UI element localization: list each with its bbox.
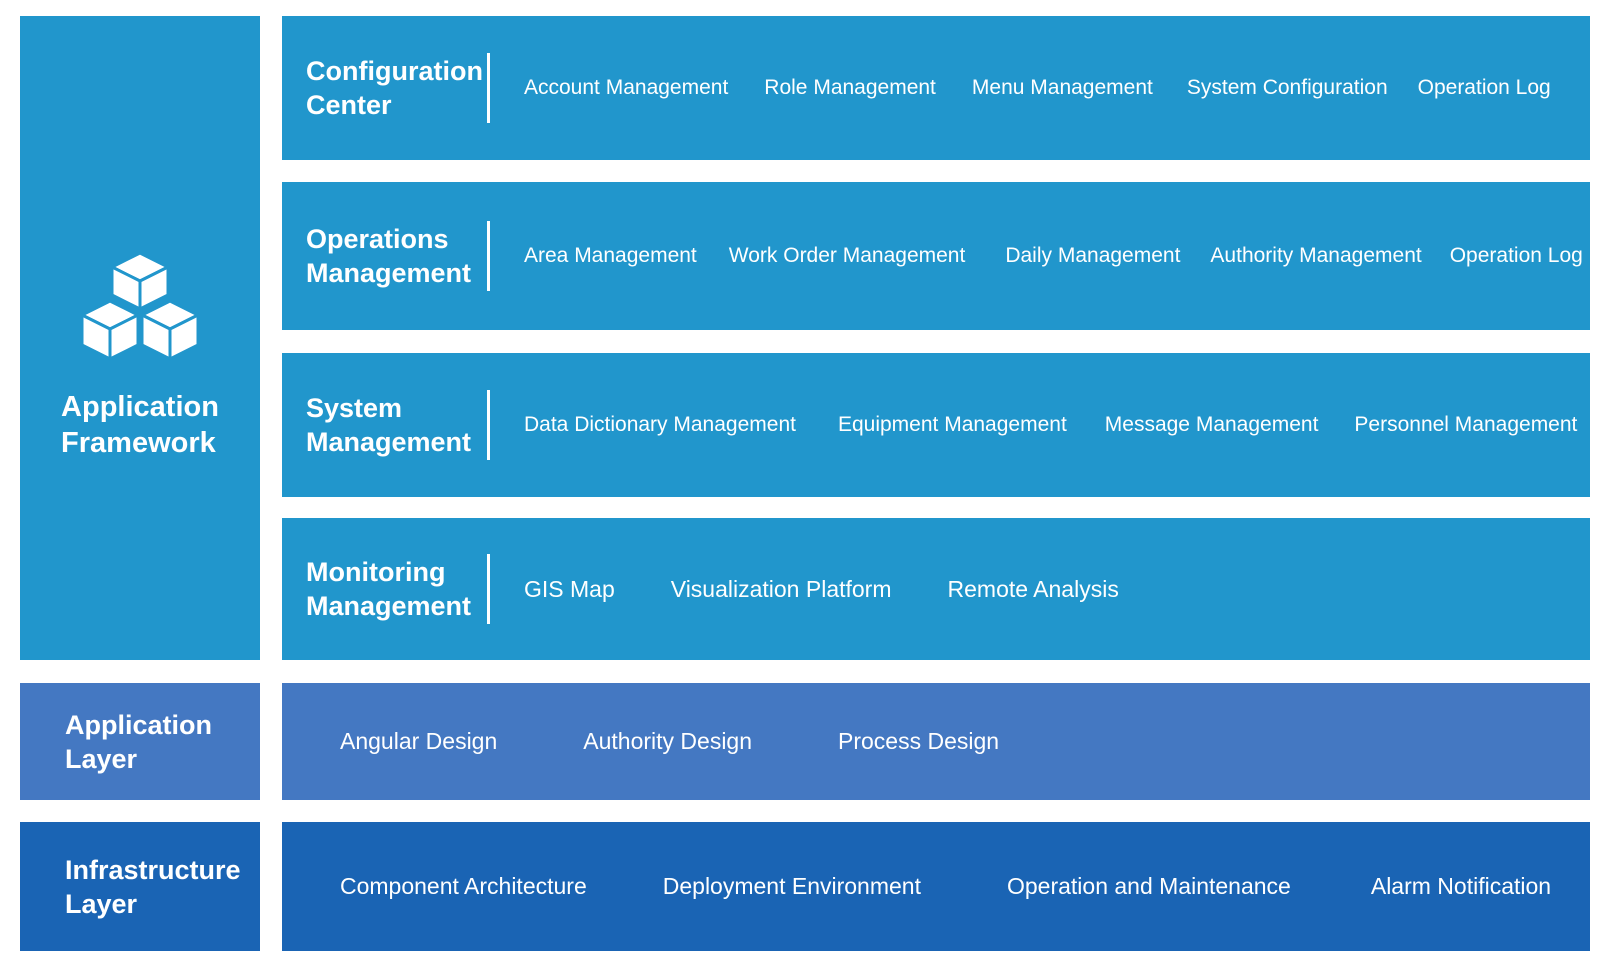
module-item: Message Management bbox=[1104, 413, 1319, 436]
module-item: Authority Management bbox=[1210, 244, 1422, 267]
layer-item: Component Architecture bbox=[340, 873, 587, 899]
module-item: Equipment Management bbox=[837, 413, 1067, 436]
row-items: GIS Map Visualization Platform Remote An… bbox=[524, 576, 1590, 603]
application-layer-title-line1: Application bbox=[65, 709, 212, 740]
row-title: System Management bbox=[282, 391, 487, 459]
application-framework-title-line2: Framework bbox=[61, 427, 216, 459]
application-layer-row: Angular Design Authority Design Process … bbox=[282, 683, 1590, 800]
application-layer-title: Application Layer bbox=[65, 708, 212, 776]
infrastructure-layer-row: Component Architecture Deployment Enviro… bbox=[282, 822, 1590, 951]
configuration-center-row: Configuration Center Account Management … bbox=[282, 16, 1590, 160]
module-item: Daily Management bbox=[1005, 244, 1181, 267]
row-title-line2: Management bbox=[306, 427, 472, 457]
application-layer-title-line2: Layer bbox=[65, 743, 138, 774]
layer-item: Deployment Environment bbox=[662, 873, 921, 899]
row-divider bbox=[487, 221, 490, 291]
cubes-icon bbox=[80, 251, 200, 361]
monitoring-management-row: Monitoring Management GIS Map Visualizat… bbox=[282, 518, 1590, 660]
layer-item: Process Design bbox=[838, 728, 1000, 754]
application-framework-title-line1: Application bbox=[61, 391, 219, 423]
application-framework-block: Application Framework bbox=[20, 16, 260, 660]
infrastructure-layer-title-line1: Infrastructure bbox=[65, 854, 241, 885]
row-title-line1: Monitoring bbox=[306, 557, 446, 587]
module-item: Operation Log bbox=[1417, 76, 1551, 99]
row-title: Configuration Center bbox=[282, 54, 487, 122]
row-items: Account Management Role Management Menu … bbox=[524, 76, 1590, 100]
row-title-line2: Management bbox=[306, 591, 472, 621]
row-title-line2: Management bbox=[306, 258, 472, 288]
system-management-row: System Management Data Dictionary Manage… bbox=[282, 353, 1590, 497]
module-item: Role Management bbox=[764, 76, 936, 99]
row-title: Monitoring Management bbox=[282, 555, 487, 623]
module-item: Data Dictionary Management bbox=[524, 413, 796, 436]
layer-item: Operation and Maintenance bbox=[1006, 873, 1291, 899]
module-item: Visualization Platform bbox=[670, 575, 892, 602]
module-item: Personnel Management bbox=[1354, 413, 1578, 436]
row-title-line1: Configuration bbox=[306, 56, 483, 86]
layer-item: Authority Design bbox=[583, 728, 753, 754]
row-divider bbox=[487, 53, 490, 123]
row-title: Operations Management bbox=[282, 222, 487, 290]
layer-item: Alarm Notification bbox=[1370, 873, 1552, 899]
application-layer-block: Application Layer bbox=[20, 683, 260, 800]
module-item: Area Management bbox=[524, 244, 697, 267]
module-item: Work Order Management bbox=[728, 244, 966, 267]
module-item: Operation Log bbox=[1449, 244, 1583, 267]
module-item: System Configuration bbox=[1186, 76, 1388, 99]
layer-item: Angular Design bbox=[340, 728, 498, 754]
infrastructure-layer-block: Infrastructure Layer bbox=[20, 822, 260, 951]
module-item: GIS Map bbox=[524, 575, 615, 602]
module-item: Remote Analysis bbox=[947, 575, 1119, 602]
row-items: Angular Design Authority Design Process … bbox=[282, 728, 1590, 755]
row-divider bbox=[487, 554, 490, 624]
row-items: Component Architecture Deployment Enviro… bbox=[282, 873, 1590, 900]
row-title-line1: System bbox=[306, 393, 403, 423]
row-items: Area Management Work Order Management Da… bbox=[524, 244, 1590, 268]
row-title-line1: Operations bbox=[306, 224, 449, 254]
operations-management-row: Operations Management Area Management Wo… bbox=[282, 182, 1590, 330]
row-items: Data Dictionary Management Equipment Man… bbox=[524, 413, 1590, 437]
module-item: Menu Management bbox=[971, 76, 1153, 99]
row-divider bbox=[487, 390, 490, 460]
application-framework-title: Application Framework bbox=[61, 389, 219, 461]
infrastructure-layer-title: Infrastructure Layer bbox=[65, 853, 241, 921]
row-title-line2: Center bbox=[306, 90, 392, 120]
infrastructure-layer-title-line2: Layer bbox=[65, 888, 138, 919]
module-item: Account Management bbox=[524, 76, 729, 99]
